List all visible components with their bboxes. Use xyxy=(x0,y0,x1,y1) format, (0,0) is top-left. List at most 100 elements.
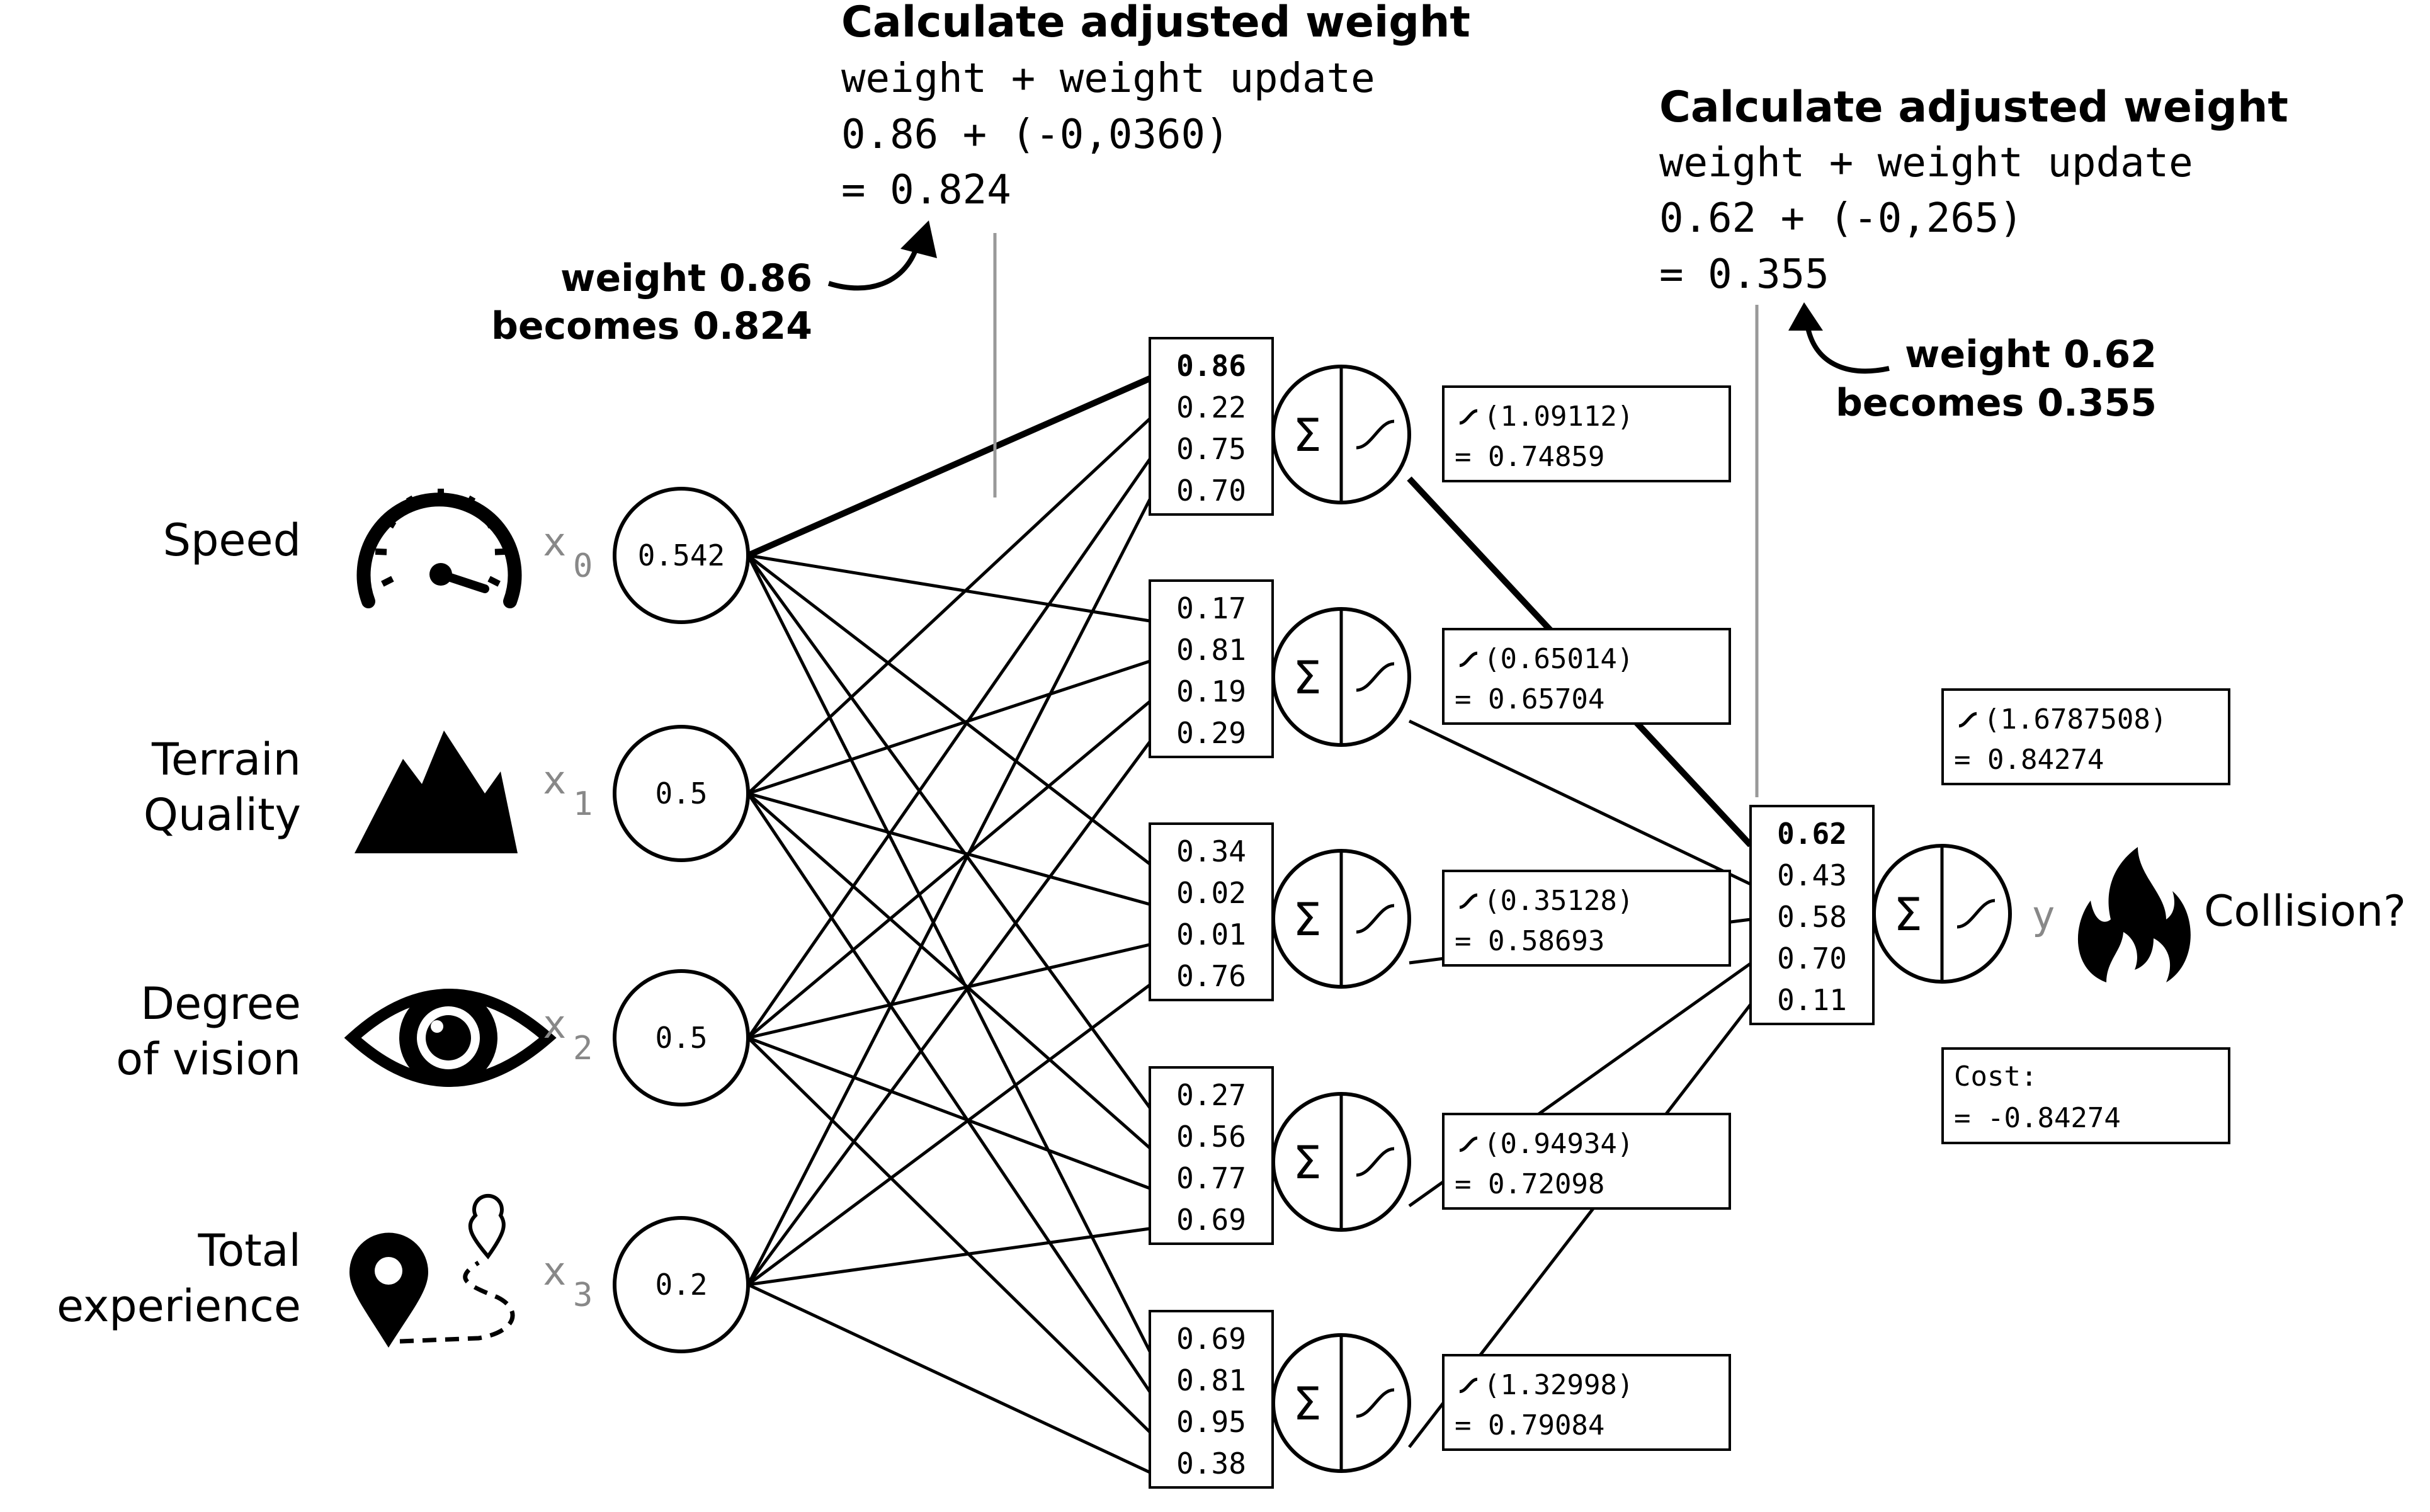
input-node-2 xyxy=(613,969,750,1106)
sigmoid-icon xyxy=(1356,1147,1395,1177)
speedometer-icon xyxy=(356,489,522,608)
connection-line xyxy=(747,554,1150,623)
activation-output: = 0.65704 xyxy=(1455,683,1604,715)
sum-symbol: Σ xyxy=(1293,893,1322,946)
input-label: Speed xyxy=(163,514,301,566)
weight-value: 0.81 xyxy=(1176,1363,1246,1397)
activation-box-4 xyxy=(1442,1354,1731,1451)
annotation-title: Calculate adjusted weight xyxy=(841,0,1470,47)
weight-value: 0.27 xyxy=(1176,1078,1246,1112)
connection-line xyxy=(1408,719,1752,886)
output-activation-box xyxy=(1941,688,2230,785)
input-icons xyxy=(344,489,2191,1348)
input-label: Degree xyxy=(140,978,301,1030)
weight-value: 0.70 xyxy=(1176,474,1246,508)
route-pin-icon xyxy=(349,1193,515,1348)
input-label: experience xyxy=(57,1280,301,1332)
cost-label: Cost: xyxy=(1954,1060,2037,1093)
sum-symbol: Σ xyxy=(1293,409,1322,462)
weight-box-4 xyxy=(1149,1310,1274,1489)
sigmoid-icon xyxy=(1356,419,1395,450)
sum-symbol: Σ xyxy=(1293,1136,1322,1189)
connection-line xyxy=(747,1036,1150,1190)
connection-line xyxy=(747,700,1151,1039)
input-value: 0.2 xyxy=(655,1268,707,1302)
input-subscript: 2 xyxy=(573,1030,593,1067)
weight-value: 0.01 xyxy=(1176,918,1246,952)
annotation-line: 0.86 + (-0,0360) xyxy=(841,111,1230,158)
activation-input: (0.94934) xyxy=(1484,1128,1633,1160)
annotation-line: weight + weight update xyxy=(1659,140,2193,186)
annotation-note: weight 0.62 xyxy=(1905,333,2157,377)
input-variable: x xyxy=(543,1248,566,1294)
arrow-curve-left xyxy=(827,241,921,291)
input-value: 0.5 xyxy=(655,776,707,810)
connection-line xyxy=(746,458,1152,1039)
cost-value: = -0.84274 xyxy=(1954,1102,2121,1134)
weight-value: 0.56 xyxy=(1176,1120,1246,1154)
connection-line xyxy=(746,792,1152,1393)
sum-symbol: Σ xyxy=(1893,888,1922,941)
arrowhead-right xyxy=(1788,302,1823,331)
weight-value: 0.58 xyxy=(1777,900,1847,934)
weight-value: 0.69 xyxy=(1176,1203,1246,1237)
input-label: Quality xyxy=(144,789,301,841)
annotation-line: = 0.355 xyxy=(1659,251,1829,298)
weight-value: 0.77 xyxy=(1176,1161,1246,1195)
connection-line xyxy=(746,554,1152,1109)
connection-line xyxy=(747,418,1151,795)
weight-value: 0.76 xyxy=(1176,959,1246,993)
input-label: of vision xyxy=(116,1033,301,1085)
activation-input: (0.35128) xyxy=(1484,885,1633,917)
connection-line xyxy=(747,792,1150,906)
result-label: Collision? xyxy=(2204,887,2406,936)
activation-output: = 0.72098 xyxy=(1455,1168,1604,1200)
connection-lines xyxy=(746,375,1874,1474)
weight-value: 0.29 xyxy=(1176,716,1246,750)
annotation-line: weight + weight update xyxy=(841,55,1375,102)
output-weight-box xyxy=(1749,805,1875,1025)
connection-line xyxy=(747,659,1150,795)
activation-box-3 xyxy=(1442,1113,1731,1210)
weight-value: 0.75 xyxy=(1176,432,1246,466)
diagram-text: 0.542x0Speed0.5x1TerrainQuality0.5x2Degr… xyxy=(57,0,2406,1481)
connection-line xyxy=(747,792,1151,1149)
activation-box-0 xyxy=(1442,385,1731,482)
activation-output: = 0.74859 xyxy=(1455,441,1604,473)
cost-box xyxy=(1941,1047,2230,1144)
connection-line xyxy=(747,943,1150,1040)
connection-line xyxy=(746,498,1152,1286)
sigmoid-icon xyxy=(1459,893,1478,909)
weight-value: 0.02 xyxy=(1176,876,1246,910)
mountain-icon xyxy=(355,730,518,853)
sigmoid-icon xyxy=(1956,899,1996,929)
weight-box-2 xyxy=(1149,822,1274,1001)
weight-value: 0.22 xyxy=(1176,390,1246,424)
activation-output: = 0.79084 xyxy=(1455,1409,1604,1441)
arrow-curve-right xyxy=(1805,324,1890,374)
input-node-3 xyxy=(613,1216,750,1353)
fire-icon xyxy=(2077,847,2191,982)
input-variable: x xyxy=(543,519,566,565)
annotation-note: weight 0.86 xyxy=(560,256,812,300)
annotation-note: becomes 0.824 xyxy=(491,304,812,348)
sigmoid-icon xyxy=(1459,651,1478,668)
input-node-0 xyxy=(613,487,750,624)
weight-box-0 xyxy=(1149,337,1274,516)
weight-value: 0.43 xyxy=(1777,858,1847,892)
activation-box-1 xyxy=(1442,628,1731,725)
sigmoid-icon xyxy=(1958,712,1977,728)
sigmoid-icon xyxy=(1356,1388,1395,1418)
activation-box-2 xyxy=(1442,870,1731,967)
connection-line xyxy=(747,983,1151,1287)
input-variable: x xyxy=(543,1001,566,1047)
weight-value: 0.95 xyxy=(1176,1405,1246,1439)
weight-value: 0.17 xyxy=(1176,591,1246,625)
activation-input: (1.32998) xyxy=(1484,1369,1633,1401)
input-subscript: 0 xyxy=(573,547,593,585)
weight-box-1 xyxy=(1149,579,1274,758)
input-subscript: 1 xyxy=(573,785,593,823)
connection-line xyxy=(747,1283,1151,1474)
sigmoid-icon xyxy=(1459,409,1478,425)
connection-line xyxy=(747,554,1151,865)
